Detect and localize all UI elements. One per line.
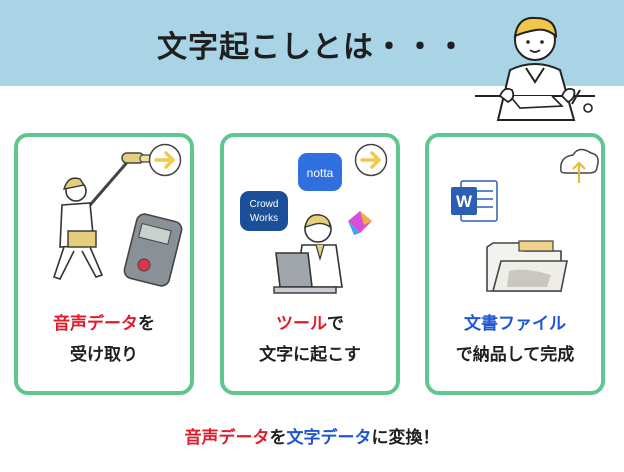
card-caption: ツールで 文字に起こす — [259, 314, 361, 365]
colorful-app-icon — [348, 211, 372, 235]
svg-text:Works: Works — [250, 213, 278, 224]
summary-text: 音声データを文字データに変換！ — [184, 428, 440, 448]
notta-logo: notta — [298, 153, 342, 191]
document-illustration: W — [451, 148, 599, 292]
person-writing-illustration — [475, 16, 595, 121]
laptop-icon — [273, 252, 337, 294]
arrow-right-icon — [148, 143, 182, 177]
card-receive-audio: 音声データを 受け取り — [14, 133, 194, 395]
tools-illustration: notta Crowd Works — [240, 153, 372, 294]
folder-icon — [486, 240, 568, 292]
svg-text:W: W — [456, 192, 473, 211]
card-caption: 文書ファイル で納品して完成 — [455, 314, 575, 365]
card-deliver-document: W 文書ファイル で納品して完成 — [425, 133, 605, 395]
arrow-right-icon — [354, 143, 388, 177]
card-caption: 音声データを 受け取り — [53, 314, 155, 365]
cloud-upload-icon — [560, 148, 599, 183]
recorder-icon — [123, 213, 183, 287]
svg-text:Crowd: Crowd — [250, 199, 279, 210]
crowdworks-logo: Crowd Works — [240, 191, 288, 231]
word-file-icon: W — [451, 180, 498, 222]
recording-illustration — [52, 152, 183, 287]
page-title: 文字起こしとは・・・ — [157, 30, 467, 65]
card-transcribe-tool: notta Crowd Works ツールで 文字に起こす — [220, 133, 400, 395]
svg-text:notta: notta — [307, 166, 334, 180]
